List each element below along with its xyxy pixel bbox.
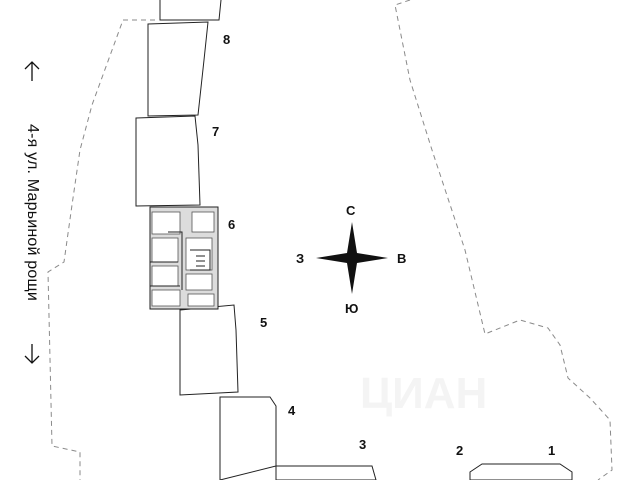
building-number-8: 8: [223, 32, 230, 47]
watermark: ЦИАН: [360, 369, 487, 418]
building-4-body: [219, 396, 277, 480]
street-label: 4-я ул. Марьиной рощи: [24, 123, 41, 301]
building-8-body: [147, 21, 209, 117]
watermark-text: ЦИАН: [360, 369, 487, 418]
compass-north: С: [346, 203, 356, 218]
arrow-down-icon: [24, 343, 40, 364]
building-7-body: [135, 115, 201, 207]
building-number-2: 2: [456, 443, 463, 458]
building-number-4: 4: [288, 403, 296, 418]
building-6-floorplan: [149, 206, 219, 310]
arrow-up-icon: [24, 61, 40, 81]
building-3-body: [275, 465, 377, 480]
compass-east: В: [397, 251, 406, 266]
building-1-body: [469, 463, 573, 480]
buildings: [135, 0, 573, 480]
compass-rose: С Ю З В: [296, 203, 406, 316]
building-number-6: 6: [228, 217, 235, 232]
street-indicator: 4-я ул. Марьиной рощи: [8, 60, 56, 365]
compass-south: Ю: [345, 301, 358, 316]
compass-star: [316, 222, 388, 294]
territory-boundary: [47, 0, 613, 480]
building-number-3: 3: [359, 437, 366, 452]
building-numbers: 8 7 6 5 4 3 2 1: [212, 32, 555, 458]
building-number-1: 1: [548, 443, 555, 458]
building-8-outline: [159, 0, 222, 21]
building-number-7: 7: [212, 124, 219, 139]
building-number-5: 5: [260, 315, 267, 330]
compass-west: З: [296, 251, 304, 266]
building-5-body: [179, 304, 239, 396]
